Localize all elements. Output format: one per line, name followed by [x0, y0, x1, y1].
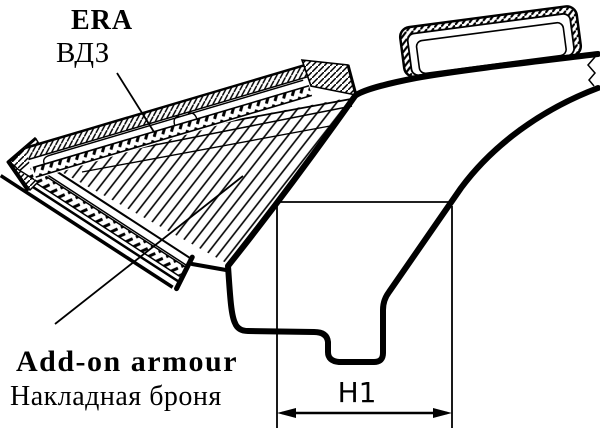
addon-label-ru: Накладная броня	[10, 381, 222, 412]
hull-profile-outline	[225, 51, 600, 365]
upper-panel-channel-line	[42, 79, 304, 165]
lower-plate-inner-line	[32, 165, 188, 267]
wedge-hatch	[36, 97, 353, 264]
h1-dimension: H1	[276, 201, 453, 428]
lower-plate-top-line	[35, 157, 191, 259]
addon-label-en: Add-on armour	[16, 345, 238, 378]
plate-hull-connector	[190, 262, 228, 272]
upper-panel-outer-line	[24, 63, 306, 150]
era-leader-line	[116, 72, 155, 133]
lower-plate-outer-face	[0, 174, 174, 289]
addon-leader-line	[54, 175, 244, 325]
lower-plate-end-cap	[174, 254, 195, 292]
upper-panel-partition	[173, 112, 198, 126]
upper-band-edge-a	[32, 85, 310, 169]
cap-outer-edge	[6, 136, 37, 192]
upper-band-edge-b	[35, 94, 313, 178]
era-upper-panel	[24, 63, 315, 180]
era-lower-plate	[0, 154, 197, 292]
right-tip-edge	[346, 64, 358, 96]
lower-band-edge-a	[30, 166, 187, 268]
lower-plate-element-band	[25, 166, 186, 277]
lower-band-edge-b	[24, 175, 181, 277]
dimension-label: H1	[338, 376, 377, 409]
dimension-arrowhead-right	[433, 408, 452, 418]
dimension-arrowhead-left	[277, 408, 296, 418]
cap-lower	[9, 161, 40, 192]
era-panel-right-tip	[300, 59, 358, 97]
era-label-ru: ВДЗ	[56, 37, 109, 69]
section-break-mark	[587, 56, 596, 87]
lower-plate-bottom-line	[21, 178, 179, 283]
era-label-en: ERA	[71, 5, 133, 36]
upper-panel-armour-band	[25, 65, 309, 160]
upper-panel-band-inner-line	[28, 75, 309, 161]
wedge-layer-line-2	[81, 125, 331, 173]
upper-panel-element-band	[32, 85, 312, 178]
